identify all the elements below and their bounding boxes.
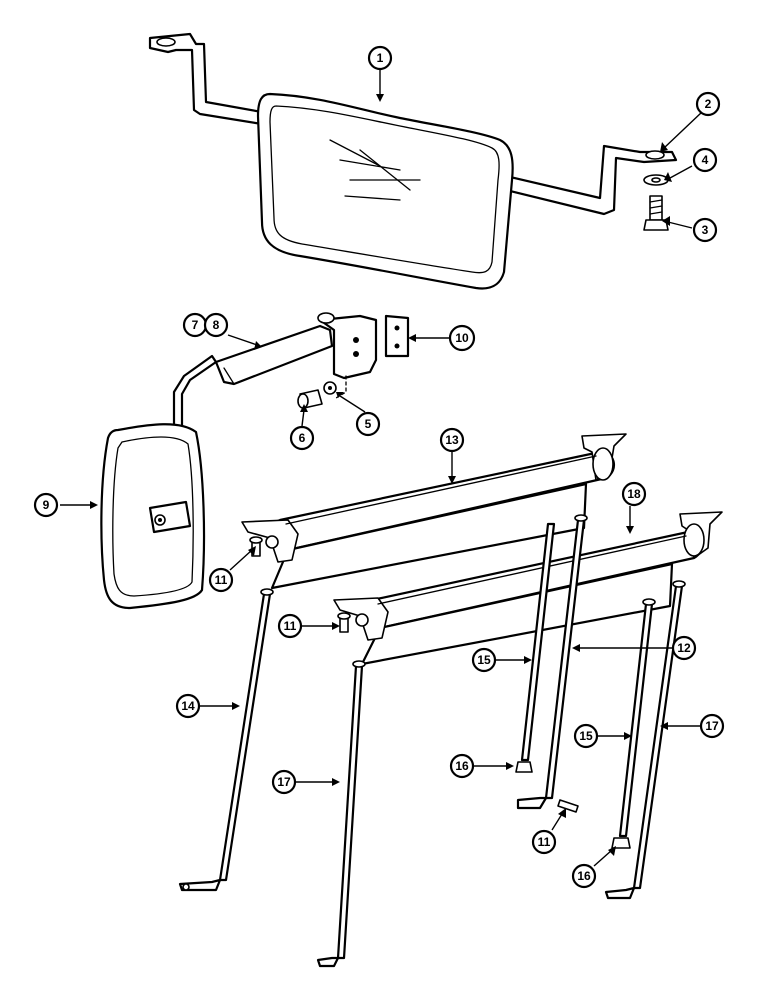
mirror-frame [256, 92, 514, 290]
callout-12: 12 [671, 635, 697, 661]
callout-2: 2 [695, 91, 721, 117]
callout-label: 8 [213, 318, 220, 332]
callout-14: 14 [175, 693, 201, 719]
callout-7: 7 [182, 312, 208, 338]
callout-label: 16 [577, 869, 591, 883]
rod-17-right-foot [604, 886, 636, 900]
callout-label: 5 [365, 417, 372, 431]
callout-15b: 15 [573, 723, 599, 749]
callout-11c: 11 [531, 829, 557, 855]
callout-18: 18 [621, 481, 647, 507]
screw-11c-icon [557, 799, 579, 813]
rod-14 [218, 592, 272, 882]
bolt-head-icon [643, 219, 669, 231]
side-mirror-arm-assembly [170, 312, 410, 511]
callout-label: 10 [455, 331, 469, 345]
callout-16a: 16 [449, 753, 475, 779]
bracket-hole-right [645, 150, 665, 160]
callout-label: 4 [702, 153, 709, 167]
callout-13: 13 [439, 427, 465, 453]
washer-and-bolt [643, 174, 669, 231]
support-rods [178, 514, 686, 968]
mirror-arm [214, 324, 334, 386]
callout-label: 18 [627, 487, 641, 501]
rod-17-left [336, 664, 364, 960]
side-mirror-glass [112, 436, 194, 597]
callout-label: 2 [705, 97, 712, 111]
pivot-top-icon [317, 312, 335, 324]
nut-16-upper-icon [515, 761, 533, 773]
mirror-rod [172, 354, 218, 432]
callout-label: 6 [299, 431, 306, 445]
callout-15a: 15 [471, 647, 497, 673]
rod-15-upper [520, 522, 556, 762]
callout-label: 11 [284, 619, 297, 633]
pivot-bracket [318, 314, 378, 380]
callout-16b: 16 [571, 863, 597, 889]
glass-reflection-lines [329, 139, 421, 201]
nut-16-lower-icon [611, 837, 631, 849]
callout-label: 11 [215, 573, 228, 587]
callout-17b: 17 [699, 713, 725, 739]
callout-11a: 11 [208, 567, 234, 593]
callout-label: 9 [43, 498, 50, 512]
callout-17a: 17 [271, 769, 297, 795]
callout-6: 6 [289, 425, 315, 451]
rod-12-foot [516, 796, 548, 810]
rod-14-foot [178, 878, 222, 892]
callout-8: 8 [203, 312, 229, 338]
sun-visor-front [333, 511, 723, 666]
callout-label: 17 [277, 775, 291, 789]
mirror-bracket-left [148, 32, 264, 126]
callout-label: 7 [192, 318, 199, 332]
callout-label: 15 [477, 653, 491, 667]
callout-label: 1 [377, 51, 384, 65]
callout-label: 14 [181, 699, 195, 713]
callout-4: 4 [692, 147, 718, 173]
callout-3: 3 [692, 217, 718, 243]
callout-label: 16 [455, 759, 469, 773]
side-mirror-head [100, 423, 206, 610]
mirror-glass-edge [269, 105, 500, 274]
callout-10: 10 [448, 324, 476, 352]
callout-label: 3 [702, 223, 709, 237]
mirror-bracket-right [504, 144, 678, 216]
callout-label: 11 [538, 835, 551, 849]
callout-label: 15 [579, 729, 593, 743]
mounting-plate [384, 314, 410, 358]
callout-11b: 11 [277, 613, 303, 639]
callout-1: 1 [367, 45, 393, 71]
rod-17-left-foot [316, 956, 340, 968]
leader-lines [60, 70, 703, 867]
rear-mirror-assembly [148, 32, 678, 290]
callout-label: 17 [705, 719, 719, 733]
callout-label: 12 [677, 641, 691, 655]
visor-13-bracket-left [241, 519, 299, 563]
callout-label: 13 [445, 433, 459, 447]
callout-5: 5 [355, 411, 381, 437]
bracket-hole-left [156, 37, 176, 47]
rod-17-right [632, 584, 684, 890]
callout-9: 9 [33, 492, 59, 518]
